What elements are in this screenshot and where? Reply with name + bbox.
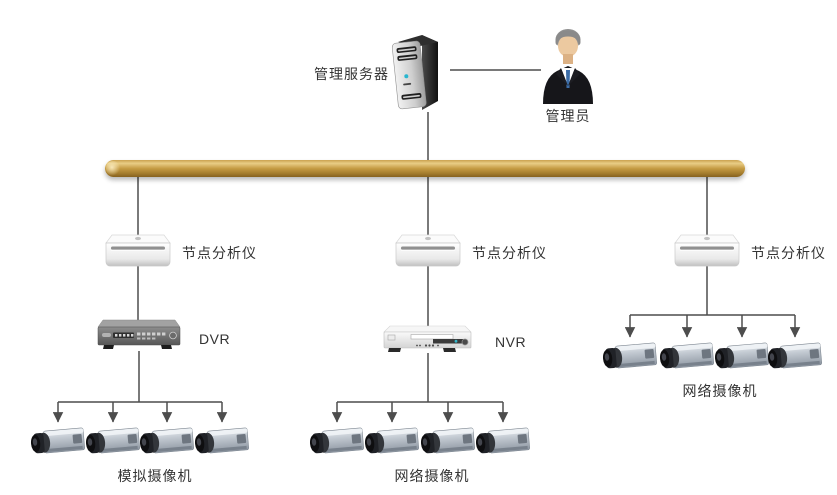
node-analyzer-icon [393, 233, 463, 269]
camera-icon [29, 421, 87, 461]
nvr-label: NVR [495, 334, 527, 350]
node-analyzer-icon [103, 233, 173, 269]
admin-label: 管理员 [545, 108, 591, 124]
camera-icon [419, 421, 477, 461]
network-camera-group-center-label: 网络摄像机 [394, 468, 470, 484]
nvr-icon [381, 325, 475, 357]
analyzer-right-label: 节点分析仪 [751, 245, 826, 261]
camera-icon [84, 421, 142, 461]
server-tower-icon [386, 31, 450, 115]
camera-icon [658, 336, 716, 376]
camera-icon [474, 421, 532, 461]
camera-icon [193, 421, 251, 461]
camera-icon [138, 421, 196, 461]
camera-icon [713, 336, 771, 376]
server-label: 管理服务器 [314, 66, 389, 82]
camera-icon [308, 421, 366, 461]
network-bus [105, 160, 745, 177]
camera-icon [766, 336, 824, 376]
analog-camera-group-label: 模拟摄像机 [117, 468, 193, 484]
network-camera-group-right-label: 网络摄像机 [682, 383, 758, 399]
analyzer-left-label: 节点分析仪 [182, 245, 257, 261]
camera-icon [601, 336, 659, 376]
node-analyzer-icon [672, 233, 742, 269]
dvr-icon [95, 319, 183, 353]
analyzer-center-label: 节点分析仪 [472, 245, 547, 261]
camera-icon [363, 421, 421, 461]
administrator-icon [538, 26, 598, 106]
dvr-label: DVR [199, 331, 231, 347]
